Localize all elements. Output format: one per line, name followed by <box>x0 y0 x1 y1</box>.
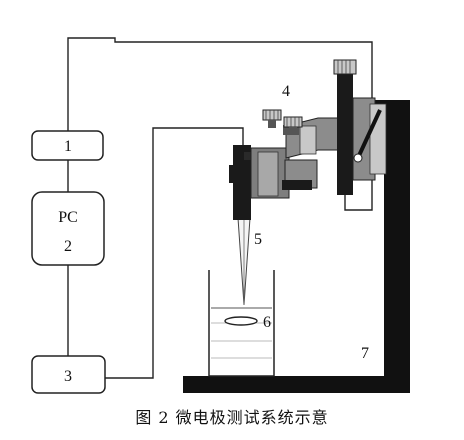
label-5: 5 <box>254 231 262 248</box>
pc-label: PC <box>58 209 78 226</box>
vertical-drive <box>337 60 353 195</box>
figure-caption: 图 2 微电极测试系统示意 <box>135 408 329 427</box>
label-6: 6 <box>263 314 271 331</box>
pc-box: PC 2 <box>31 191 105 266</box>
wires <box>67 37 373 379</box>
instrument-box-3: 3 <box>31 355 106 394</box>
pc-number-label: 2 <box>64 238 72 255</box>
sample-disc <box>224 316 258 326</box>
wire-top <box>67 37 373 131</box>
stand-base <box>183 376 410 393</box>
wire-box3-to-electrode <box>105 127 244 379</box>
microelectrode <box>229 145 256 306</box>
beaker <box>208 270 275 377</box>
electrode-holder <box>233 145 251 220</box>
box-1-label: 1 <box>64 138 72 155</box>
stand-column <box>384 100 410 393</box>
box-3-label: 3 <box>64 368 72 385</box>
micromanipulator <box>250 59 387 199</box>
instrument-box-1: 1 <box>31 130 104 161</box>
stand <box>183 100 410 393</box>
wire-stand-loop <box>344 175 373 211</box>
label-7: 7 <box>361 345 369 362</box>
label-4: 4 <box>282 83 290 100</box>
